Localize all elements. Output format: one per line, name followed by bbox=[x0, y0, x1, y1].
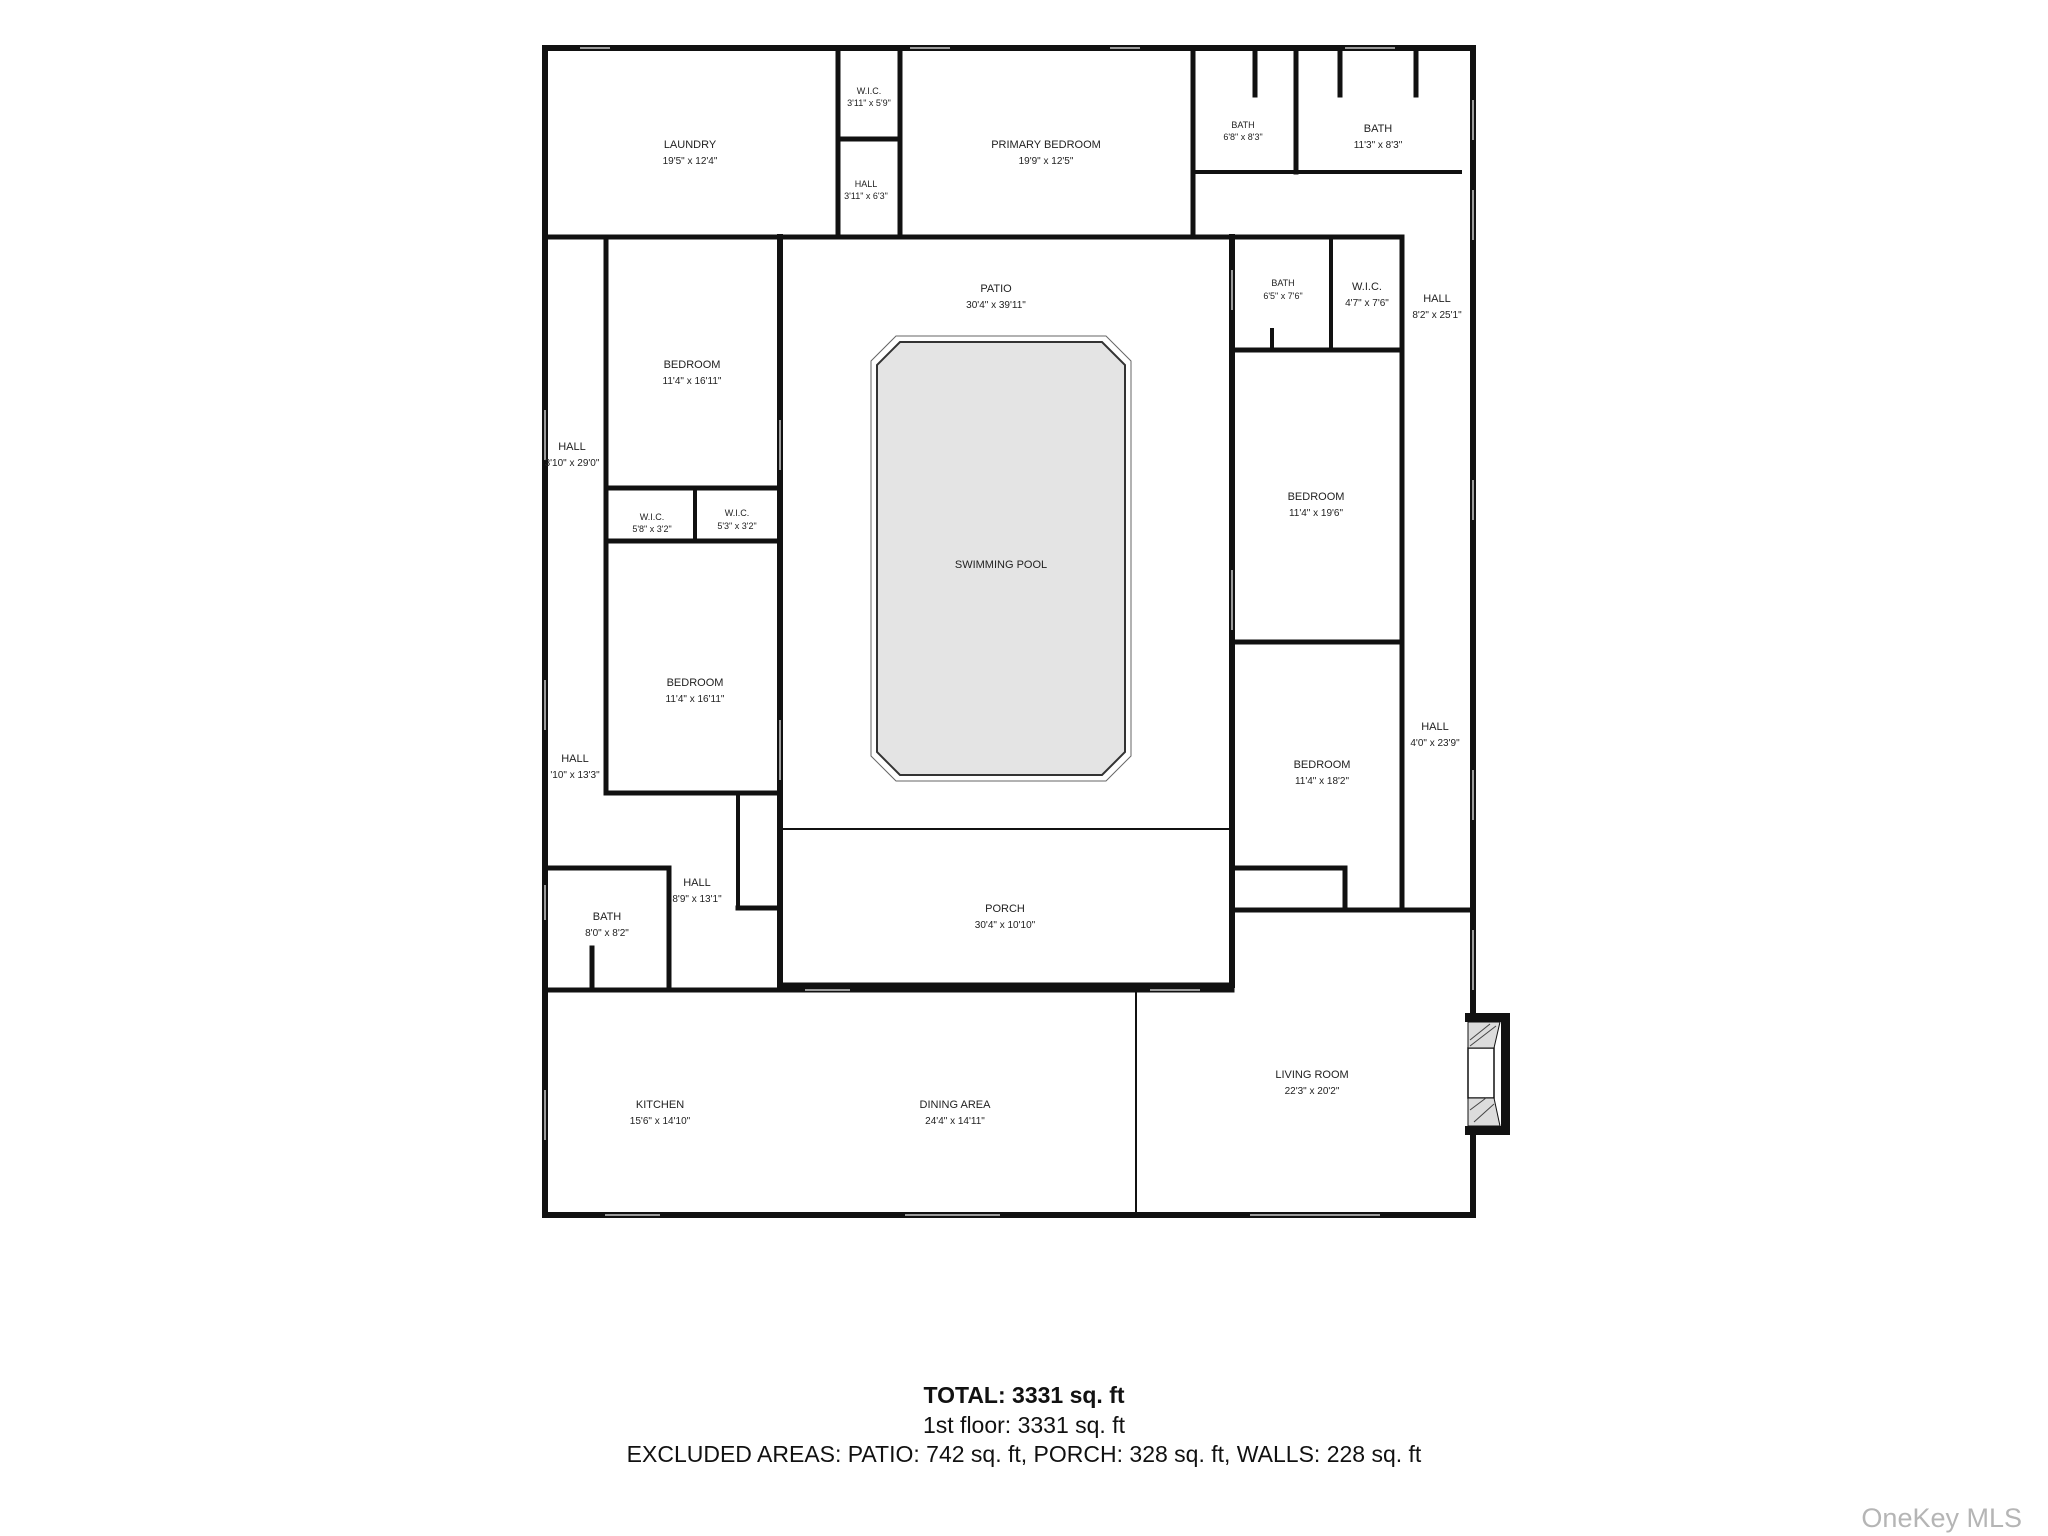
room-dims-porch: 30'4" x 10'10" bbox=[975, 920, 1036, 931]
fireplace-icon bbox=[1465, 1013, 1510, 1135]
room-dims-laundry: 19'5" x 12'4" bbox=[663, 156, 718, 167]
room-dims-bath-top: 11'3" x 8'3" bbox=[1354, 140, 1403, 151]
room-name-bath-left: BATH bbox=[593, 911, 622, 923]
room-dims-bath-left: 8'0" x 8'2" bbox=[585, 928, 629, 939]
watermark: OneKey MLS bbox=[1861, 1503, 2022, 1533]
room-labels: LAUNDRY 19'5" x 12'4" W.I.C. 3'11" x 5'9… bbox=[545, 86, 1463, 1127]
room-dims-bedroom-right-top: 11'4" x 19'6" bbox=[1289, 508, 1344, 519]
room-name-bedroom-right-top: BEDROOM bbox=[1288, 491, 1345, 503]
room-dims-bedroom-right-bottom: 11'4" x 18'2" bbox=[1295, 776, 1350, 787]
room-dims-living-room: 22'3" x 20'2" bbox=[1285, 1086, 1340, 1097]
room-name-wic-left-2: W.I.C. bbox=[725, 508, 750, 518]
room-dims-bedroom-left-top: 11'4" x 16'11" bbox=[663, 376, 722, 387]
room-name-bedroom-left-bottom: BEDROOM bbox=[667, 677, 724, 689]
room-name-wic-left-1: W.I.C. bbox=[640, 512, 665, 522]
room-name-wic-right: W.I.C. bbox=[1352, 281, 1382, 293]
room-name-hall-right-bottom: HALL bbox=[1421, 721, 1449, 733]
room-dims-hall-left-bottom: 8'9" x 13'1" bbox=[672, 894, 722, 905]
room-dims-kitchen: 15'6" x 14'10" bbox=[630, 1116, 691, 1127]
room-name-swimming-pool: SWIMMING POOL bbox=[955, 559, 1047, 571]
room-name-dining-area: DINING AREA bbox=[920, 1099, 992, 1111]
room-name-hall-right-top: HALL bbox=[1423, 293, 1451, 305]
room-dims-bath-top-small: 6'8" x 8'3" bbox=[1223, 132, 1262, 142]
room-name-wic-top: W.I.C. bbox=[857, 86, 882, 96]
room-dims-wic-right: 4'7" x 7'6" bbox=[1345, 298, 1389, 309]
room-name-laundry: LAUNDRY bbox=[664, 139, 717, 151]
room-dims-hall-right-top: 8'2" x 25'1" bbox=[1412, 310, 1462, 321]
room-dims-hall-left: 3'10" x 29'0" bbox=[545, 458, 600, 469]
total-area: TOTAL: 3331 sq. ft bbox=[923, 1382, 1125, 1408]
room-name-hall-left-bottom: HALL bbox=[683, 877, 711, 889]
room-dims-wic-left-2: 5'3" x 3'2" bbox=[717, 521, 756, 531]
swimming-pool-outline bbox=[870, 335, 1132, 782]
room-name-kitchen: KITCHEN bbox=[636, 1099, 684, 1111]
room-name-bath-top: BATH bbox=[1364, 123, 1393, 135]
room-name-bath-right: BATH bbox=[1271, 278, 1294, 288]
room-name-bedroom-right-bottom: BEDROOM bbox=[1294, 759, 1351, 771]
room-dims-hall-right-bottom: 4'0" x 23'9" bbox=[1410, 738, 1460, 749]
windows bbox=[544, 47, 1474, 1216]
room-dims-bath-right: 6'5" x 7'6" bbox=[1263, 291, 1302, 301]
room-dims-wic-left-1: 5'8" x 3'2" bbox=[632, 524, 671, 534]
room-name-porch: PORCH bbox=[985, 903, 1025, 915]
excluded-areas: EXCLUDED AREAS: PATIO: 742 sq. ft, PORCH… bbox=[626, 1441, 1422, 1467]
room-dims-primary-bedroom: 19'9" x 12'5" bbox=[1019, 156, 1074, 167]
room-name-bedroom-left-top: BEDROOM bbox=[664, 359, 721, 371]
floor-area: 1st floor: 3331 sq. ft bbox=[922, 1412, 1125, 1438]
room-dims-patio: 30'4" x 39'11" bbox=[966, 300, 1026, 311]
room-dims-hall-top-small: 3'11" x 6'3" bbox=[844, 191, 888, 201]
room-dims-dining-area: 24'4" x 14'11" bbox=[925, 1116, 985, 1127]
room-name-patio: PATIO bbox=[980, 283, 1012, 295]
room-dims-wic-top: 3'11" x 5'9" bbox=[847, 98, 891, 108]
room-name-hall-left-lower: HALL bbox=[561, 753, 589, 765]
room-dims-bedroom-left-bottom: 11'4" x 16'11" bbox=[666, 694, 725, 705]
room-name-primary-bedroom: PRIMARY BEDROOM bbox=[991, 139, 1101, 151]
room-dims-hall-left-lower: '10" x 13'3" bbox=[550, 770, 600, 781]
room-name-bath-top-small: BATH bbox=[1231, 120, 1254, 130]
room-name-hall-left: HALL bbox=[558, 441, 586, 453]
room-name-hall-top-small: HALL bbox=[855, 179, 878, 189]
room-name-living-room: LIVING ROOM bbox=[1275, 1069, 1348, 1081]
exterior-wall bbox=[542, 45, 1476, 1218]
swimming-pool-shape bbox=[876, 341, 1126, 776]
